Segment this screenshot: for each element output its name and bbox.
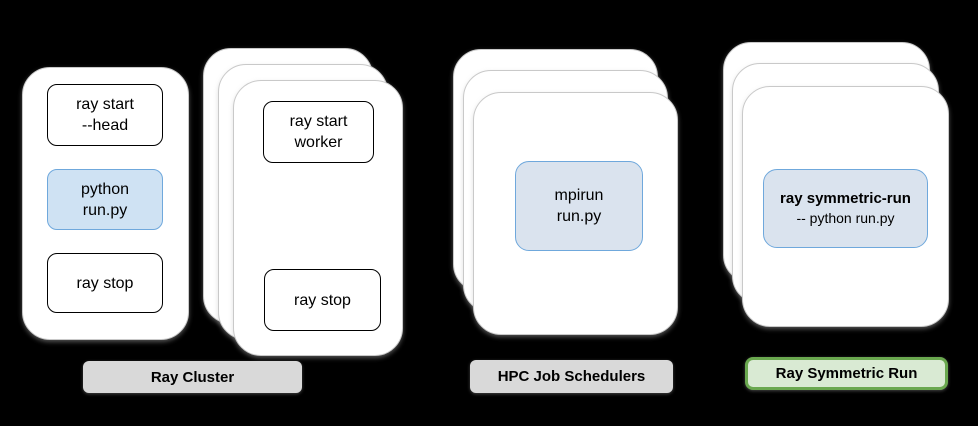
cmd-line: ray symmetric-run [780, 190, 911, 207]
cmd-line: ray start [76, 96, 134, 113]
cmd-ray-symmetric-run: ray symmetric-run -- python run.py [763, 169, 928, 248]
cmd-line: worker [294, 134, 343, 151]
cmd-line: run.py [82, 201, 128, 219]
cmd-ray-start-worker: ray start worker [263, 101, 374, 163]
label-text: Ray Symmetric Run [775, 365, 918, 382]
label-hpc-job-schedulers: HPC Job Schedulers [470, 360, 673, 393]
cmd-ray-stop-head: ray stop [47, 253, 163, 313]
cmd-line: -- python run.py [796, 210, 895, 226]
label-text: HPC Job Schedulers [497, 368, 646, 385]
cmd-line: --head [81, 117, 129, 134]
cmd-line: mpirun [554, 187, 604, 204]
cmd-line: ray stop [294, 291, 351, 309]
cmd-python-run: python run.py [47, 169, 163, 230]
cmd-line: ray stop [76, 274, 134, 292]
cmd-ray-stop-worker: ray stop [264, 269, 381, 331]
cmd-ray-start-head: ray start --head [47, 84, 163, 146]
worker-card-front: ray start worker ray stop [233, 80, 403, 356]
cmd-mpirun: mpirun run.py [515, 161, 643, 251]
label-ray-symmetric-run: Ray Symmetric Run [745, 357, 948, 390]
label-ray-cluster: Ray Cluster [83, 361, 302, 393]
head-node-card: ray start --head python run.py ray stop [22, 67, 189, 340]
cmd-line: run.py [556, 208, 602, 225]
cmd-line: python [80, 180, 130, 198]
symmetric-card-front: ray symmetric-run -- python run.py [742, 86, 949, 327]
hpc-card-front: mpirun run.py [473, 92, 678, 335]
label-text: Ray Cluster [150, 368, 235, 386]
cmd-line: ray start [289, 113, 348, 130]
